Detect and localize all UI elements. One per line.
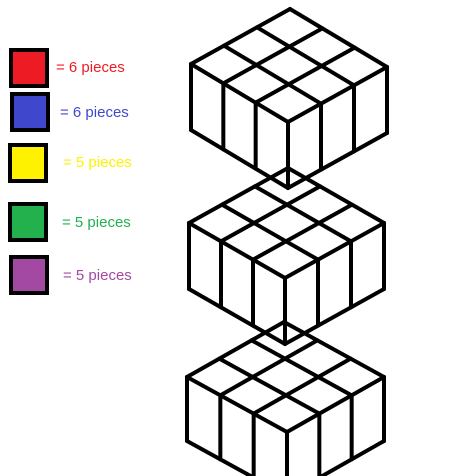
top-grid-line <box>249 338 354 398</box>
top-grid-line <box>255 25 356 88</box>
blue-swatch <box>10 92 50 132</box>
top-grid-line <box>187 221 287 280</box>
top-grid-line <box>219 184 322 244</box>
legend-item-purple: = 5 pieces <box>0 252 170 296</box>
top-grid-line <box>220 202 320 262</box>
yellow-swatch <box>8 143 48 183</box>
top-grid-line <box>189 7 292 66</box>
top-grid-line <box>185 320 286 379</box>
top-grid-line <box>251 356 353 416</box>
legend-label-yellow: = 5 pieces <box>63 154 132 171</box>
top-grid-line <box>286 166 386 225</box>
legend-item-green: = 5 pieces <box>0 198 170 242</box>
front-left-bottom-edge <box>185 439 255 476</box>
purple-swatch <box>9 255 49 295</box>
legend-item-red: = 6 pieces <box>0 44 170 88</box>
legend-label-green: = 5 pieces <box>62 214 131 231</box>
top-grid-line <box>288 7 389 69</box>
layer-2-slab <box>187 166 386 346</box>
red-swatch <box>9 48 49 88</box>
top-grid-line <box>251 202 354 262</box>
top-grid-line <box>221 26 325 86</box>
legend-label-purple: = 5 pieces <box>63 267 132 284</box>
front-right-bottom-edge <box>318 439 386 476</box>
top-grid-line <box>189 62 290 124</box>
top-grid-line <box>222 43 323 106</box>
front-right-bottom-edge <box>286 131 389 190</box>
legend-item-yellow: = 5 pieces <box>0 140 170 184</box>
layer-3-slab <box>185 320 386 476</box>
green-swatch <box>8 202 48 242</box>
top-grid-line <box>218 338 320 398</box>
front-right-bottom-edge <box>283 287 386 346</box>
top-grid-line <box>187 166 290 225</box>
top-grid-line <box>282 320 386 379</box>
top-grid-line <box>217 356 322 416</box>
legend-item-blue: = 6 pieces <box>0 89 170 133</box>
top-grid-line <box>283 221 386 280</box>
top-grid-line <box>285 375 386 434</box>
legend-label-red: = 6 pieces <box>56 59 125 76</box>
front-left-bottom-edge <box>187 287 287 346</box>
top-grid-line <box>185 375 289 434</box>
legend-label-blue: = 6 pieces <box>60 104 129 121</box>
layer-1-slab <box>189 7 389 190</box>
top-grid-line <box>253 45 357 105</box>
top-grid-line <box>253 184 353 244</box>
front-left-bottom-edge <box>189 128 290 190</box>
top-grid-line <box>286 65 389 124</box>
